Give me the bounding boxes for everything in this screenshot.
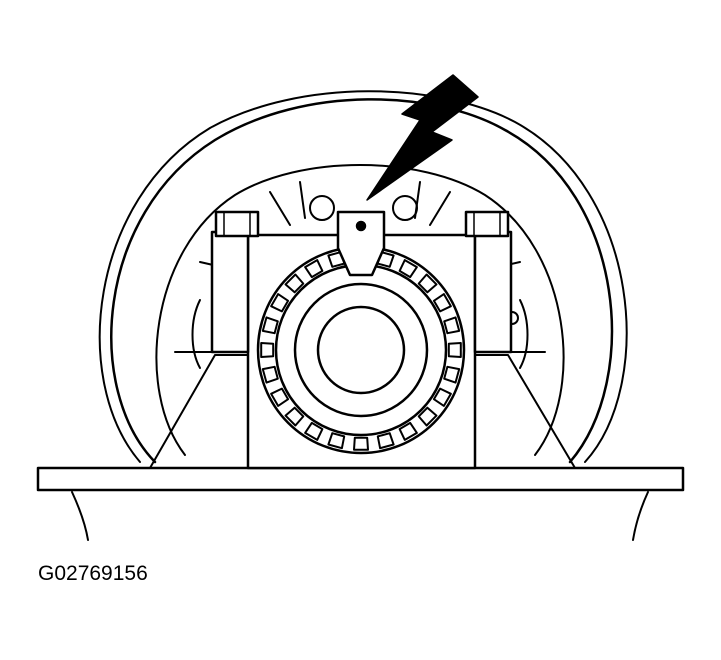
left-cap-bolt: [210, 210, 260, 354]
ring-tooth-slot: [398, 421, 418, 441]
ring-tooth-slot: [376, 432, 395, 450]
ring-tooth-slot: [284, 273, 305, 294]
ring-tooth-slot: [398, 259, 418, 279]
center-shaft: [293, 282, 429, 418]
ring-tooth-slot: [270, 293, 290, 313]
mounting-flange: [36, 466, 685, 541]
ring-tooth-slot: [443, 365, 461, 384]
ring-tooth-slot: [417, 406, 438, 427]
ring-tooth-slot: [327, 432, 346, 450]
pointer-arrow: [366, 74, 479, 201]
ring-tooth-slot: [432, 387, 452, 407]
ring-tooth-slot: [443, 316, 461, 335]
outer-housing: [98, 90, 628, 464]
ring-tooth-slot: [261, 316, 279, 335]
ring-tooth-slot: [353, 436, 369, 451]
ring-tooth-slot: [260, 342, 275, 358]
ring-tooth-slot: [432, 293, 452, 313]
ring-tooth-slot: [304, 421, 324, 441]
ring-tooth-slot: [261, 365, 279, 384]
ring-tooth-slot: [304, 259, 324, 279]
sensor-bracket: [336, 210, 386, 277]
ring-tooth-slot: [270, 387, 290, 407]
ring-tooth-slot: [284, 406, 305, 427]
figure-code: G02769156: [38, 562, 148, 585]
ring-tooth-slot: [447, 342, 462, 358]
right-cap-bolt: [464, 210, 513, 354]
ring-tooth-slot: [417, 273, 438, 294]
